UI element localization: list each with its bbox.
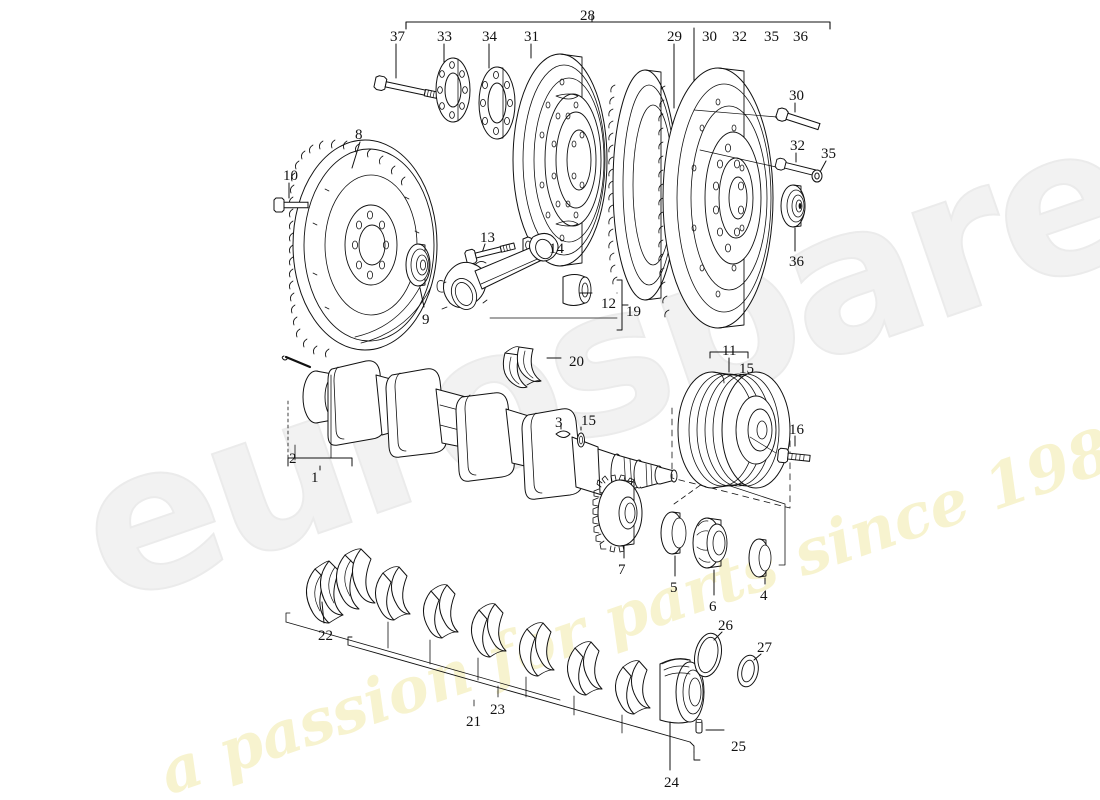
callout-9: 9 [422,312,430,328]
callout-4: 4 [760,588,768,604]
callout-27: 27 [757,640,772,656]
callout-35: 35 [821,146,836,162]
callout-26: 26 [718,618,733,634]
callout-22: 22 [318,628,333,644]
callout-2: 2 [289,451,297,467]
callout-15: 15 [581,413,596,429]
callout-37: 37 [390,29,405,45]
callout-32: 32 [790,138,805,154]
callout-15: 15 [739,361,754,377]
callout-13: 13 [480,230,495,246]
callout-36: 36 [789,254,804,270]
callout-29: 29 [667,29,682,45]
callout-30: 30 [789,88,804,104]
callout-10: 10 [283,168,298,184]
callout-19: 19 [626,304,641,320]
callout-23: 23 [490,702,505,718]
callout-21: 21 [466,714,481,730]
callout-36: 36 [793,29,808,45]
callout-34: 34 [482,29,497,45]
callout-28: 28 [580,8,595,24]
callout-3: 3 [555,415,563,431]
callout-5: 5 [670,580,678,596]
callout-20: 20 [569,354,584,370]
callout-35: 35 [764,29,779,45]
callout-16: 16 [789,422,804,438]
callout-12: 12 [601,296,616,312]
callout-11: 11 [722,343,737,359]
callout-25: 25 [731,739,746,755]
callout-1: 1 [311,470,319,486]
callout-7: 7 [618,562,626,578]
callout-14: 14 [549,241,564,257]
callout-31: 31 [524,29,539,45]
callout-32: 32 [732,29,747,45]
callout-30: 30 [702,29,717,45]
callout-33: 33 [437,29,452,45]
callout-8: 8 [355,127,363,143]
callout-6: 6 [709,599,717,615]
callout-24: 24 [664,775,679,791]
